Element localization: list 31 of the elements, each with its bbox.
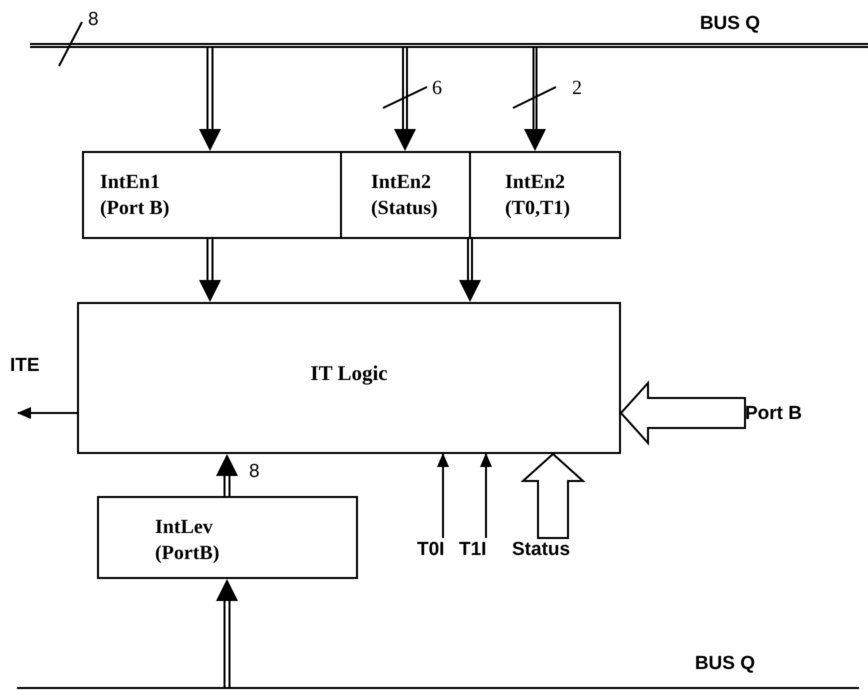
- signal-label: T1I: [459, 538, 488, 562]
- register-box: [469, 151, 621, 239]
- bus-label: BUS Q: [694, 654, 755, 673]
- register-box: [340, 151, 471, 239]
- double-arrow: [394, 47, 416, 151]
- double-arrow: [199, 238, 221, 302]
- double-arrow: [216, 454, 238, 497]
- logic-box: [77, 302, 621, 454]
- register-label: IntEn2 (Status): [371, 170, 439, 221]
- signal-label: T0I: [417, 538, 446, 562]
- arrow: [480, 453, 492, 538]
- arrow: [437, 453, 449, 538]
- double-arrow: [216, 579, 238, 690]
- double-arrow: [459, 238, 481, 302]
- register-box: [82, 151, 342, 239]
- double-arrow: [524, 47, 546, 151]
- double-arrow: [199, 47, 221, 151]
- bus-line: [17, 654, 859, 689]
- signal-label: Port B: [745, 402, 803, 426]
- signal-label: ITE: [10, 356, 40, 375]
- logic-label: IT Logic: [310, 360, 388, 388]
- register-box: [97, 496, 358, 579]
- register-label: IntEn1 (Port B): [100, 170, 170, 221]
- arrow: [17, 407, 77, 419]
- bus-width-label: 8: [88, 10, 99, 29]
- register-label: IntLev (PortB): [155, 515, 220, 566]
- hollow-arrow: [620, 380, 746, 446]
- register-label: IntEn2 (T0,T1): [505, 170, 571, 221]
- hollow-arrow: [520, 452, 586, 539]
- signal-label: Status: [512, 538, 572, 562]
- bus-label: BUS Q: [700, 14, 760, 33]
